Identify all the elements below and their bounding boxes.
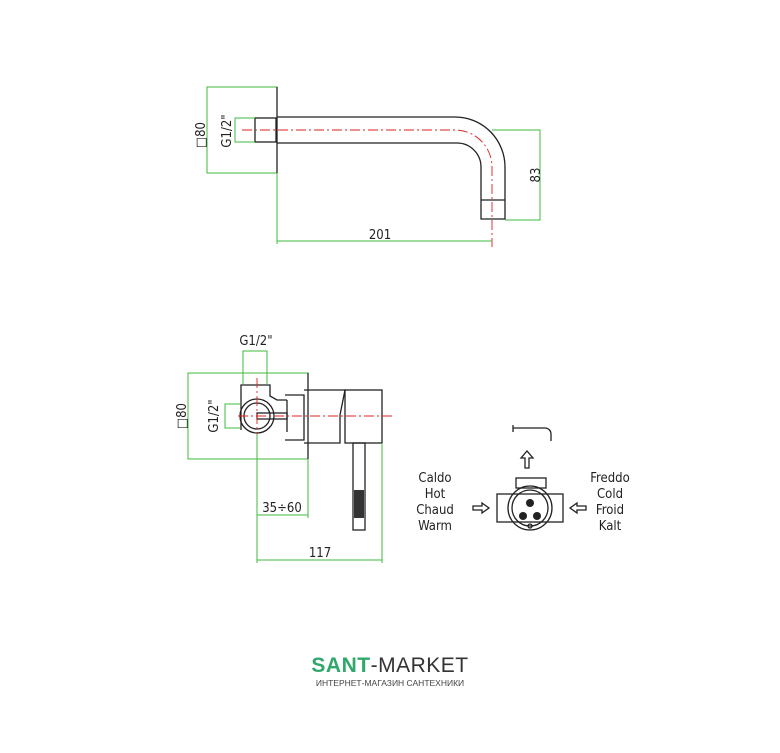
valve-body: [496, 493, 564, 523]
outlet-arrow-icon: [519, 450, 535, 469]
lever-knurl: [354, 490, 364, 518]
port-dot: [526, 499, 534, 507]
cartridge-cap: [344, 389, 383, 444]
hot-inlet-arrow-icon: [472, 501, 491, 515]
top-thread-label: G1/2": [239, 334, 272, 349]
hot-label-en: Hot: [425, 487, 446, 502]
spout-pipe: [277, 116, 506, 220]
brand-rest: -MARKET: [370, 654, 469, 677]
length-label: 201: [369, 228, 391, 243]
plate-size-label: □80: [194, 122, 209, 148]
thread-label: G1/2": [220, 114, 235, 147]
connection-diagram: Caldo Hot Chaud Warm Freddo Cold Froid K…: [416, 425, 630, 534]
hot-label-it: Caldo: [418, 471, 451, 486]
thread-bracket: [234, 117, 255, 143]
side-thread-label: G1/2": [207, 399, 222, 432]
cold-labels: Freddo Cold Froid Kalt: [590, 471, 630, 534]
lever-handle: [352, 442, 366, 531]
cold-label-fr: Froid: [596, 503, 624, 518]
brand-tagline: ИНТЕРНЕТ-МАГАЗИН САНТЕХНИКИ: [315, 678, 465, 688]
length-dimension: [257, 443, 383, 563]
cold-inlet-arrow-icon: [568, 501, 587, 515]
plate-size-label: □80: [175, 403, 190, 429]
side-thread-bracket: [224, 403, 240, 429]
cold-label-en: Cold: [597, 487, 623, 502]
hot-labels: Caldo Hot Chaud Warm: [416, 471, 454, 534]
length-label: 117: [309, 546, 331, 561]
height-label: 83: [529, 168, 544, 183]
top-thread-bracket: [242, 350, 268, 384]
port-dot: [519, 512, 527, 520]
valve-inner-ring: [511, 489, 549, 527]
depth-label: 35÷60: [262, 501, 302, 516]
brand-accent: SANT: [311, 654, 371, 677]
body-flange: [285, 394, 305, 441]
connector-body: [240, 384, 287, 430]
valve-outer-ring: [507, 485, 553, 531]
height-dimension: [492, 129, 541, 221]
port-small: [527, 523, 533, 529]
length-dimension: [276, 173, 492, 244]
hot-label-fr: Chaud: [416, 503, 454, 518]
depth-dimension: [256, 434, 309, 563]
mixer-side-view: G1/2" G1/2" □80 35÷60 117: [175, 334, 392, 563]
spout-icon: [513, 427, 552, 441]
body-sleeve: [304, 389, 346, 444]
brand-logo: SANT-MARKET: [0, 654, 780, 678]
hot-label-de: Warm: [418, 519, 452, 534]
centerline: [242, 129, 493, 247]
valve-top-tab: [515, 477, 547, 489]
port-dot: [533, 512, 541, 520]
spout-side-view: □80 G1/2" 83 201: [194, 86, 544, 247]
cold-label-de: Kalt: [599, 519, 622, 534]
cold-label-it: Freddo: [590, 471, 630, 486]
